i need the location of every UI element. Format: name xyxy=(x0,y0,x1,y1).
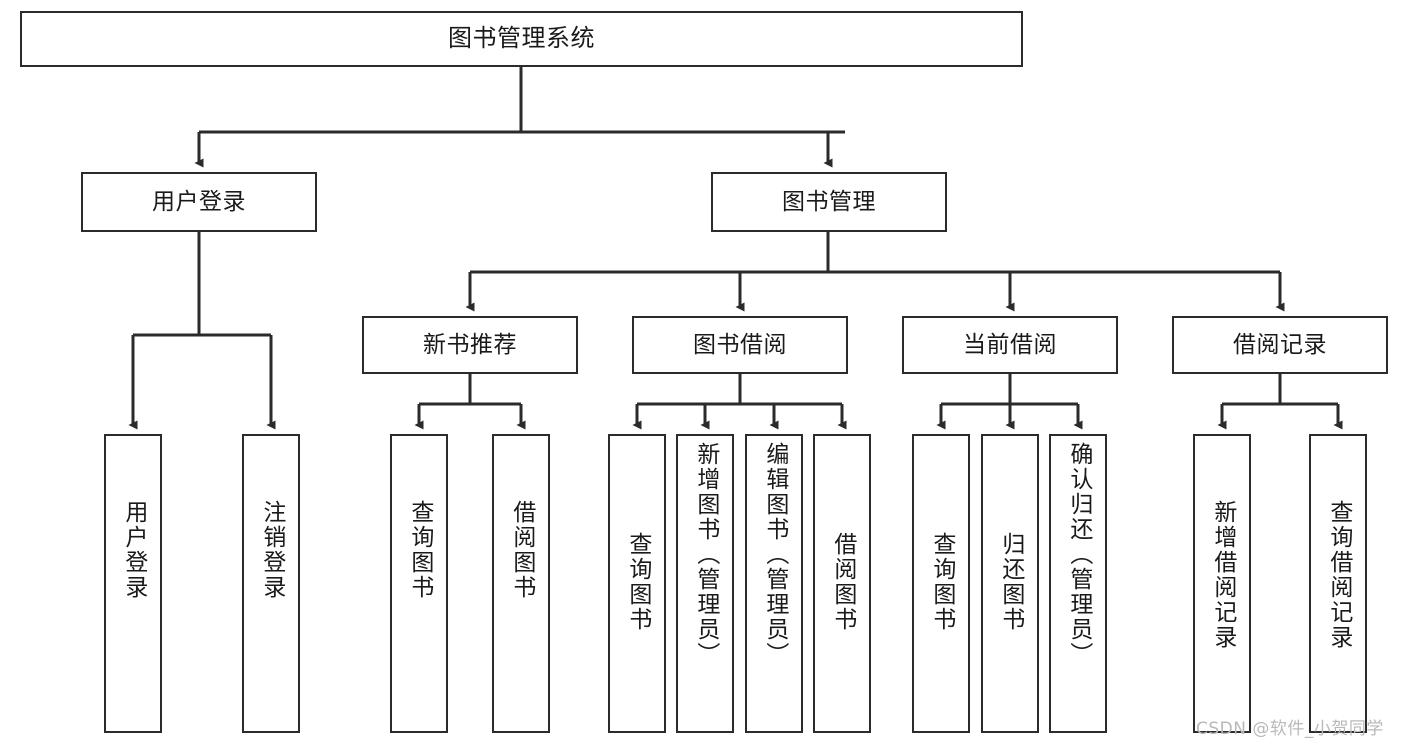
leaf-current-return-book-label: 归还图书 xyxy=(997,532,1024,632)
leaf-new-book-query[interactable]: 查询图书 xyxy=(390,434,448,733)
node-book-borrow[interactable]: 图书借阅 xyxy=(632,316,848,374)
leaf-user-login-logout[interactable]: 注销登录 xyxy=(242,434,300,733)
leaf-record-query-record-label: 查询借阅记录 xyxy=(1325,500,1352,650)
leaf-new-book-borrow[interactable]: 借阅图书 xyxy=(492,434,550,733)
leaf-current-confirm-return-admin-label: 确认归还（管理员） xyxy=(1065,442,1092,667)
node-book-borrow-label: 图书借阅 xyxy=(693,331,787,358)
leaf-borrow-query-book[interactable]: 查询图书 xyxy=(608,434,666,733)
leaf-current-query-book-label: 查询图书 xyxy=(928,532,955,632)
leaf-record-query-record[interactable]: 查询借阅记录 xyxy=(1309,434,1367,733)
leaf-borrow-edit-book-admin[interactable]: 编辑图书（管理员） xyxy=(745,434,803,733)
leaf-record-add-record[interactable]: 新增借阅记录 xyxy=(1193,434,1251,733)
node-root-system-label: 图书管理系统 xyxy=(448,24,595,53)
leaf-current-return-book[interactable]: 归还图书 xyxy=(981,434,1039,733)
leaf-borrow-add-book-admin-label: 新增图书（管理员） xyxy=(692,442,719,667)
leaf-borrow-borrow-book[interactable]: 借阅图书 xyxy=(813,434,871,733)
csdn-watermark: CSDN @软件_小贺同学 xyxy=(1196,719,1384,739)
node-borrow-record-label: 借阅记录 xyxy=(1233,331,1327,358)
node-current-borrow[interactable]: 当前借阅 xyxy=(902,316,1118,374)
leaf-new-book-query-label: 查询图书 xyxy=(406,500,433,600)
leaf-user-login-logout-label: 注销登录 xyxy=(258,500,285,600)
node-book-management[interactable]: 图书管理 xyxy=(711,172,947,232)
leaf-user-login-login[interactable]: 用户登录 xyxy=(104,434,162,733)
leaf-borrow-edit-book-admin-label: 编辑图书（管理员） xyxy=(761,442,788,667)
leaf-current-confirm-return-admin[interactable]: 确认归还（管理员） xyxy=(1049,434,1107,733)
node-new-book-recommend-label: 新书推荐 xyxy=(423,331,517,358)
node-new-book-recommend[interactable]: 新书推荐 xyxy=(362,316,578,374)
leaf-borrow-add-book-admin[interactable]: 新增图书（管理员） xyxy=(676,434,734,733)
node-current-borrow-label: 当前借阅 xyxy=(963,331,1057,358)
leaf-borrow-query-book-label: 查询图书 xyxy=(624,532,651,632)
node-book-management-label: 图书管理 xyxy=(782,188,876,215)
node-user-login-label: 用户登录 xyxy=(152,188,246,215)
leaf-user-login-login-label: 用户登录 xyxy=(120,500,147,600)
leaf-record-add-record-label: 新增借阅记录 xyxy=(1209,500,1236,650)
node-root-system[interactable]: 图书管理系统 xyxy=(20,11,1023,67)
node-user-login[interactable]: 用户登录 xyxy=(81,172,317,232)
leaf-current-query-book[interactable]: 查询图书 xyxy=(912,434,970,733)
node-borrow-record[interactable]: 借阅记录 xyxy=(1172,316,1388,374)
leaf-new-book-borrow-label: 借阅图书 xyxy=(508,500,535,600)
leaf-borrow-borrow-book-label: 借阅图书 xyxy=(829,532,856,632)
